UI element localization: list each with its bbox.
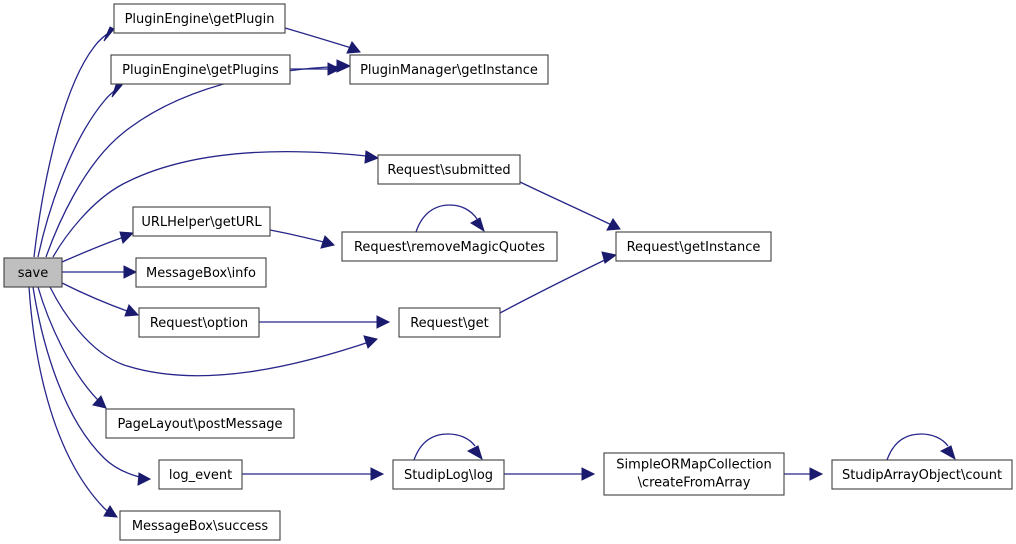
edge-createFromArray-arrayCount-arrowhead <box>809 467 824 481</box>
node-request-option-box[interactable] <box>138 307 260 338</box>
node-pagelayout-post-message[interactable]: PageLayout\postMessage <box>105 408 295 439</box>
node-pagelayout-post-message-box[interactable] <box>105 408 295 439</box>
edge-save-getPlugins <box>37 86 120 258</box>
node-urlhelper-get-url-label: URLHelper\getURL <box>141 215 262 230</box>
node-messagebox-info-box[interactable] <box>135 257 267 288</box>
node-request-remove-magic-quotes-box[interactable] <box>341 231 558 262</box>
edge-save-get <box>49 286 376 377</box>
edge-removeMagicQuotes-self <box>415 204 478 233</box>
node-request-get-instance-label: Request\getInstance <box>627 240 761 255</box>
node-log-event[interactable]: log_event <box>158 459 243 490</box>
edge-studipLog-createFromArray-arrowhead <box>581 467 596 481</box>
node-messagebox-success-box[interactable] <box>119 510 281 541</box>
edge-save-messageBoxSuccess-arrowhead <box>103 505 118 518</box>
node-studiplog-log-label: StudipLog\log <box>404 468 493 483</box>
edge-getPlugin-pluginManagerGetInstance <box>284 27 359 51</box>
node-studiparrayobject-count-box[interactable] <box>831 459 1013 490</box>
edge-getPlugin-pluginManagerGetInstance-arrowhead <box>346 41 361 54</box>
edge-studipLog-self <box>413 433 476 461</box>
node-request-get-label: Request\get <box>410 316 489 331</box>
node-studiplog-log[interactable]: StudipLog\log <box>392 459 505 490</box>
node-request-get-instance-box[interactable] <box>615 231 772 262</box>
node-studiplog-log-box[interactable] <box>392 459 505 490</box>
node-plugin-manager-get-instance[interactable]: PluginManager\getInstance <box>349 54 549 85</box>
node-plugin-engine-get-plugin-label: PluginEngine\getPlugin <box>125 12 275 27</box>
node-simpleormapcollection-create-from-array-box[interactable] <box>603 452 785 496</box>
edge-arrayCount-self-arrowhead <box>939 445 956 461</box>
edge-arrayCount-self <box>886 433 949 461</box>
edge-removeMagicQuotes-self-arrowhead <box>470 217 485 233</box>
edge-save-logEvent-arrowhead <box>137 472 152 486</box>
node-request-get[interactable]: Request\get <box>398 307 501 338</box>
edge-save-logEvent <box>32 286 149 480</box>
node-urlhelper-get-url-box[interactable] <box>132 206 271 237</box>
node-save[interactable]: save <box>3 257 63 288</box>
edge-save-option-arrowhead <box>124 304 140 317</box>
node-studiparrayobject-count-label: StudipArrayObject\count <box>842 468 1002 483</box>
edge-save-option <box>61 282 137 315</box>
edge-save-pluginManagerGetInstance <box>45 65 349 258</box>
edge-getPlugins-pluginManagerGetInstance-arrowhead <box>327 62 342 76</box>
edge-save-pluginManagerGetInstance-arrowhead <box>336 59 352 73</box>
node-studiparrayobject-count[interactable]: StudipArrayObject\count <box>831 459 1013 490</box>
edge-save-getURL <box>61 233 132 263</box>
node-urlhelper-get-url[interactable]: URLHelper\getURL <box>132 206 271 237</box>
node-simpleormapcollection-create-from-array-label-line1: SimpleORMapCollection <box>616 458 771 473</box>
node-plugin-manager-get-instance-label: PluginManager\getInstance <box>360 63 538 78</box>
node-plugin-engine-get-plugins-label: PluginEngine\getPlugins <box>122 63 279 78</box>
node-simpleormapcollection-create-from-array-label-line2: \createFromArray <box>638 476 751 491</box>
node-request-option[interactable]: Request\option <box>138 307 260 338</box>
edge-submitted-requestGetInstance-arrowhead <box>606 218 621 231</box>
edge-save-submitted <box>52 150 377 258</box>
node-save-box[interactable] <box>3 257 63 288</box>
node-messagebox-success-label: MessageBox\success <box>132 519 269 534</box>
edge-save-getPlugin-arrowhead <box>103 26 115 42</box>
edge-save-submitted-arrowhead <box>364 150 380 164</box>
nodes-layer: save PluginEngine\getPlugin PluginEngine… <box>3 3 1013 541</box>
edge-save-postMessage-arrowhead <box>92 395 107 409</box>
node-messagebox-success[interactable]: MessageBox\success <box>119 510 281 541</box>
node-request-submitted[interactable]: Request\submitted <box>377 154 521 185</box>
edges-layer <box>28 26 956 518</box>
node-request-get-box[interactable] <box>398 307 501 338</box>
edge-option-get-arrowhead <box>376 315 391 329</box>
edge-save-getPlugin <box>33 30 113 258</box>
node-pagelayout-post-message-label: PageLayout\postMessage <box>117 417 282 432</box>
node-plugin-engine-get-plugin[interactable]: PluginEngine\getPlugin <box>113 3 286 34</box>
node-simpleormapcollection-create-from-array[interactable]: SimpleORMapCollection \createFromArray <box>603 452 785 496</box>
node-save-label: save <box>18 266 48 281</box>
node-request-submitted-box[interactable] <box>377 154 521 185</box>
node-log-event-box[interactable] <box>158 459 243 490</box>
edge-get-requestGetInstance <box>499 255 614 314</box>
node-log-event-label: log_event <box>169 468 232 483</box>
node-plugin-engine-get-plugins[interactable]: PluginEngine\getPlugins <box>110 54 291 85</box>
edge-save-messageBoxInfo-arrowhead <box>123 265 138 279</box>
edge-save-getURL-arrowhead <box>119 231 135 244</box>
edge-save-get-arrowhead <box>363 335 378 349</box>
edge-getURL-removeMagicQuotes-arrowhead <box>320 235 335 249</box>
edge-logEvent-studipLog-arrowhead <box>370 467 385 481</box>
node-request-remove-magic-quotes[interactable]: Request\removeMagicQuotes <box>341 231 558 262</box>
node-request-get-instance[interactable]: Request\getInstance <box>615 231 772 262</box>
node-plugin-engine-get-plugin-box[interactable] <box>113 3 286 34</box>
node-request-submitted-label: Request\submitted <box>387 163 510 178</box>
node-messagebox-info[interactable]: MessageBox\info <box>135 257 267 288</box>
edge-studipLog-self-arrowhead <box>466 445 483 461</box>
node-plugin-manager-get-instance-box[interactable] <box>349 54 549 85</box>
edge-submitted-requestGetInstance <box>519 181 619 229</box>
node-request-option-label: Request\option <box>150 316 248 331</box>
edge-get-requestGetInstance-arrowhead <box>601 251 618 264</box>
node-plugin-engine-get-plugins-box[interactable] <box>110 54 291 85</box>
node-request-remove-magic-quotes-label: Request\removeMagicQuotes <box>354 240 545 255</box>
edge-save-postMessage <box>37 286 105 407</box>
node-messagebox-info-label: MessageBox\info <box>146 266 256 281</box>
